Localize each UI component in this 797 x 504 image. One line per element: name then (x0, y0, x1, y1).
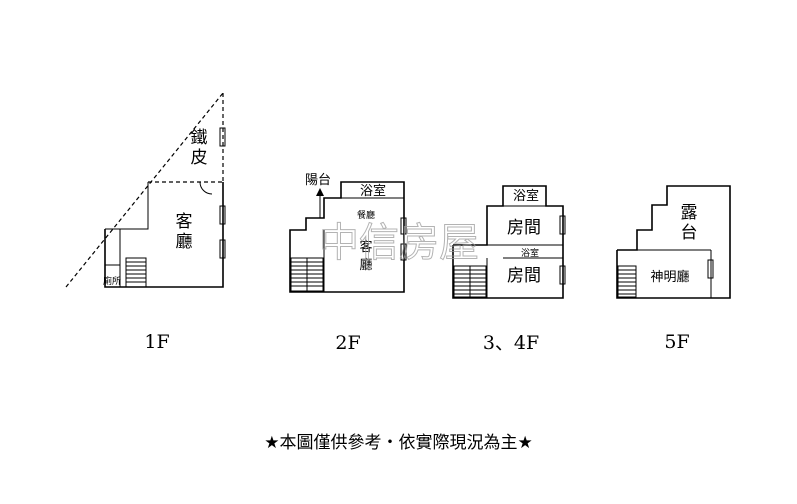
2f-bathroom-label: 浴室 (360, 183, 386, 199)
floor-1f-plan: 鐵 皮 客 廳 廁所 1F (65, 92, 226, 353)
5f-terrace-label-2: 台 (681, 223, 698, 243)
floor-label-2f: 2F (335, 332, 360, 354)
watermark-logo-text: 中信房屋 (319, 220, 479, 266)
floor-label-5f: 5F (664, 331, 689, 353)
floor-label-1f: 1F (144, 331, 169, 353)
34f-bedroom-1-label: 房間 (507, 218, 541, 238)
floor-label-34f: 3、4F (483, 332, 539, 354)
5f-window (707, 259, 714, 279)
1f-door-swing (199, 181, 213, 195)
34f-window-upper (559, 215, 566, 235)
1f-stairs (125, 257, 147, 288)
2f-outer-wall (289, 181, 405, 293)
1f-window-middle (219, 205, 226, 225)
1f-toilet-label: 廁所 (103, 275, 121, 287)
34f-stairs (453, 265, 487, 298)
floor-5f-plan: 露 台 神明廳 5F (616, 185, 731, 353)
2f-dining-label: 餐廳 (357, 209, 375, 221)
1f-iron-sheet-label-1: 鐵 (191, 128, 208, 148)
2f-living-room-label-1: 客 (359, 239, 372, 255)
floor-2f-plan: 陽台 浴室 餐廳 客 廳 2F (289, 173, 407, 354)
34f-bathroom-mid-label: 浴室 (521, 247, 539, 259)
2f-balcony-label: 陽台 (305, 173, 331, 188)
1f-living-room-label-1: 客 (176, 212, 193, 232)
5f-outer-wall (616, 185, 731, 299)
5f-shrine-label: 神明廳 (650, 269, 689, 285)
1f-living-room-label-2: 廳 (176, 232, 193, 252)
1f-window-lower (219, 239, 226, 259)
1f-window-upper (219, 127, 226, 147)
1f-iron-sheet-label-2: 皮 (191, 148, 208, 168)
2f-balcony-arrow-head (316, 188, 324, 196)
34f-bedroom-2-label: 房間 (507, 266, 541, 286)
5f-stairs (617, 265, 637, 298)
floor-34f-plan: 浴室 房間 浴室 房間 3、4F (452, 185, 566, 354)
1f-outer-wall (104, 182, 224, 288)
1f-inner-step-wall (105, 182, 149, 230)
5f-terrace-label-1: 露 (681, 203, 698, 223)
34f-window-lower (559, 265, 566, 285)
34f-bathroom-top-label: 浴室 (513, 188, 539, 204)
34f-outer-wall (452, 185, 564, 299)
2f-living-room-label-2: 廳 (359, 257, 372, 273)
2f-window-lower (400, 243, 407, 261)
disclaimer-text: ★本圖僅供參考・依實際現況為主★ (264, 433, 533, 453)
2f-window-upper (400, 217, 407, 235)
2f-stairs (290, 257, 324, 292)
